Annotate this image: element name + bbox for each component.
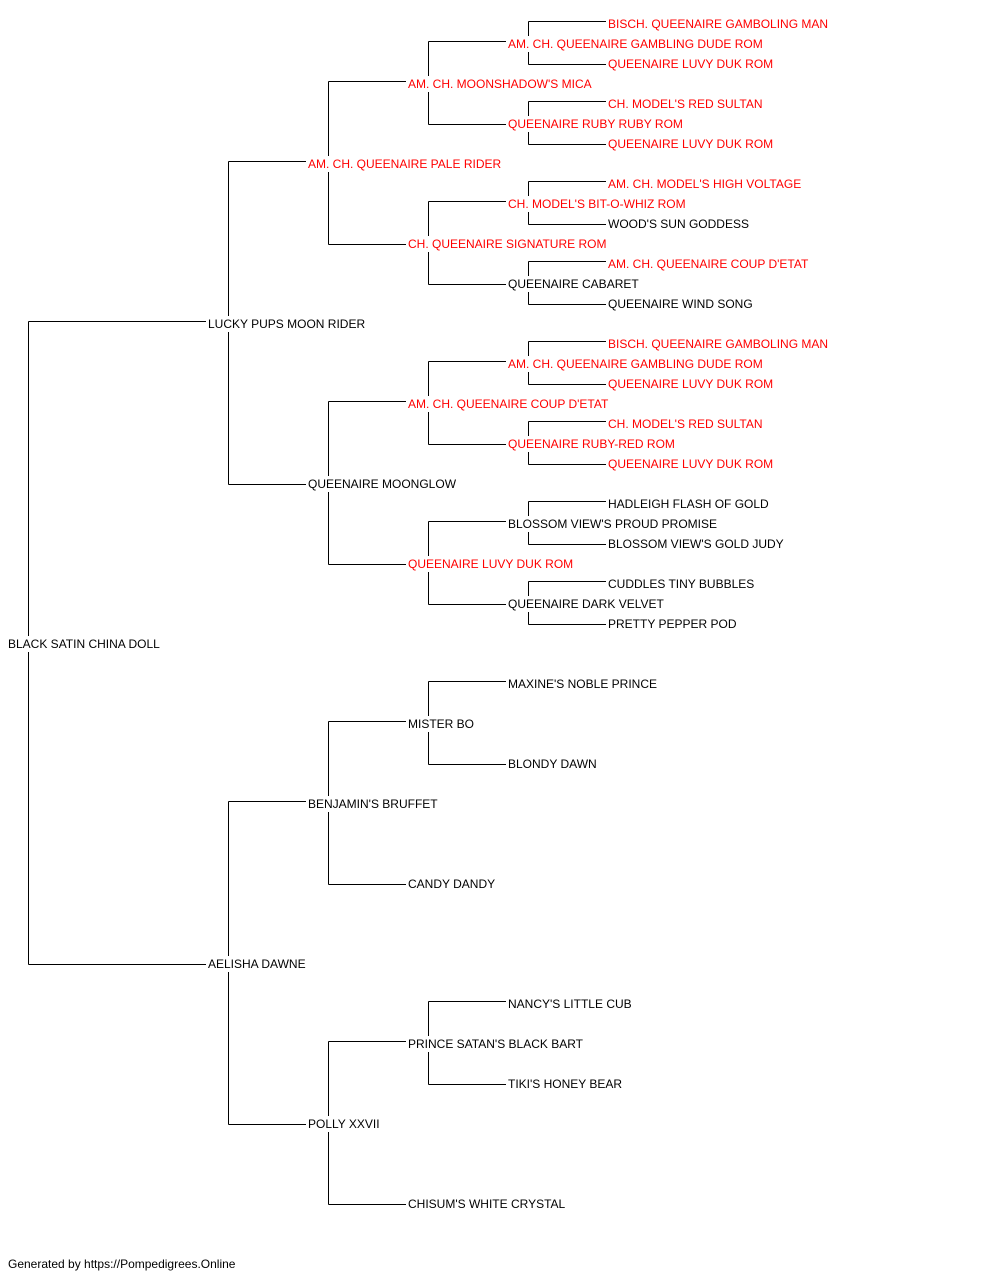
dog-sssds: CH. MODEL'S RED SULTAN bbox=[608, 97, 763, 111]
dog-sssd: QUEENAIRE RUBY RUBY ROM bbox=[508, 117, 683, 131]
dog-sire-dam: QUEENAIRE MOONGLOW bbox=[308, 477, 457, 491]
dog-sdddd: PRETTY PEPPER POD bbox=[608, 617, 737, 631]
dog-sssss: BISCH. QUEENAIRE GAMBOLING MAN bbox=[608, 17, 829, 31]
dog-ssdsd: WOOD'S SUN GODDESS bbox=[608, 217, 749, 231]
dog-sdsd: QUEENAIRE RUBY-RED ROM bbox=[508, 437, 675, 451]
dog-dds: PRINCE SATAN'S BLACK BART bbox=[408, 1037, 584, 1051]
dog-ssds: CH. MODEL'S BIT-O-WHIZ ROM bbox=[508, 197, 686, 211]
dog-dam-sire: BENJAMIN'S BRUFFET bbox=[308, 797, 438, 811]
dog-sdss: AM. CH. QUEENAIRE GAMBLING DUDE ROM bbox=[508, 357, 763, 371]
dog-sddd: QUEENAIRE DARK VELVET bbox=[508, 597, 664, 611]
dog-ddsd: TIKI'S HONEY BEAR bbox=[508, 1077, 623, 1091]
dog-sdsdd: QUEENAIRE LUVY DUK ROM bbox=[608, 457, 774, 471]
dog-ssdds: AM. CH. QUEENAIRE COUP D'ETAT bbox=[608, 257, 809, 271]
dog-dss: MISTER BO bbox=[408, 717, 475, 731]
dog-ssssd: QUEENAIRE LUVY DUK ROM bbox=[608, 57, 774, 71]
dog-subject: BLACK SATIN CHINA DOLL bbox=[8, 637, 160, 651]
dog-sssdd: QUEENAIRE LUVY DUK ROM bbox=[608, 137, 774, 151]
dog-ssd: CH. QUEENAIRE SIGNATURE ROM bbox=[408, 237, 607, 251]
dog-ssdss: AM. CH. MODEL'S HIGH VOLTAGE bbox=[608, 177, 802, 191]
dog-ddd: CHISUM'S WHITE CRYSTAL bbox=[408, 1197, 566, 1211]
dog-dam-dam: POLLY XXVII bbox=[308, 1117, 380, 1131]
dog-ssss: AM. CH. QUEENAIRE GAMBLING DUDE ROM bbox=[508, 37, 763, 51]
dog-ssddd: QUEENAIRE WIND SONG bbox=[608, 297, 753, 311]
dog-sdsss: BISCH. QUEENAIRE GAMBOLING MAN bbox=[608, 337, 829, 351]
dog-sdssd: QUEENAIRE LUVY DUK ROM bbox=[608, 377, 774, 391]
dog-dsss: MAXINE'S NOBLE PRINCE bbox=[508, 677, 657, 691]
dog-sdd: QUEENAIRE LUVY DUK ROM bbox=[408, 557, 574, 571]
dog-dam: AELISHA DAWNE bbox=[208, 957, 306, 971]
dog-sdsds: CH. MODEL'S RED SULTAN bbox=[608, 417, 763, 431]
generator-credit: Generated by https://Pompedigrees.Online bbox=[8, 1257, 236, 1271]
dog-sss: AM. CH. MOONSHADOW'S MICA bbox=[408, 77, 592, 91]
dog-sddss: HADLEIGH FLASH OF GOLD bbox=[608, 497, 769, 511]
dog-ddss: NANCY'S LITTLE CUB bbox=[508, 997, 632, 1011]
dog-sddds: CUDDLES TINY BUBBLES bbox=[608, 577, 755, 591]
dog-dsd: CANDY DANDY bbox=[408, 877, 496, 891]
dog-sdds: BLOSSOM VIEW'S PROUD PROMISE bbox=[508, 517, 717, 531]
dog-ssdd: QUEENAIRE CABARET bbox=[508, 277, 639, 291]
dog-sire-sire: AM. CH. QUEENAIRE PALE RIDER bbox=[308, 157, 502, 171]
dog-sire: LUCKY PUPS MOON RIDER bbox=[208, 317, 366, 331]
dog-dssd: BLONDY DAWN bbox=[508, 757, 597, 771]
dog-sds: AM. CH. QUEENAIRE COUP D'ETAT bbox=[408, 397, 609, 411]
dog-sddsd: BLOSSOM VIEW'S GOLD JUDY bbox=[608, 537, 784, 551]
